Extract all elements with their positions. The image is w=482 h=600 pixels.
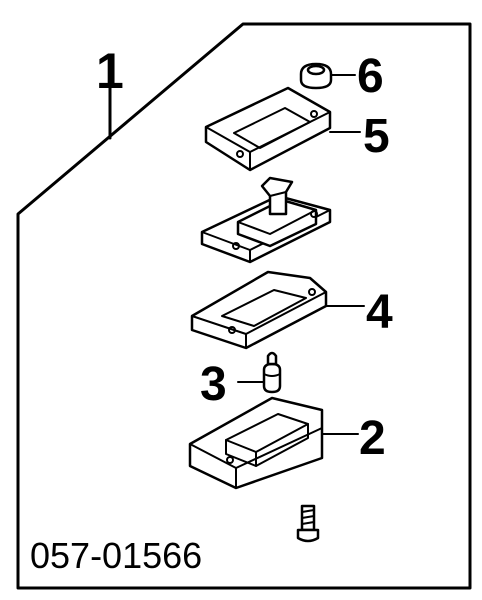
- part-2-housing: [188, 396, 324, 490]
- part-5-gasket: [204, 86, 332, 172]
- mounting-screw: [296, 504, 320, 543]
- assembly-outline-frame: [16, 22, 472, 590]
- part-3-bulb: [262, 351, 282, 394]
- part-4-gasket: [190, 270, 328, 350]
- callout-4: 4: [366, 286, 393, 339]
- part-6-grommet: [299, 62, 333, 90]
- callout-2: 2: [359, 412, 386, 465]
- callout-5: 5: [363, 110, 390, 163]
- callout-6: 6: [357, 50, 384, 103]
- callout-3: 3: [200, 358, 227, 411]
- diagram-part-number: 057-01566: [30, 535, 202, 576]
- lens-assembly: [200, 176, 332, 264]
- callout-1: 1: [96, 43, 124, 99]
